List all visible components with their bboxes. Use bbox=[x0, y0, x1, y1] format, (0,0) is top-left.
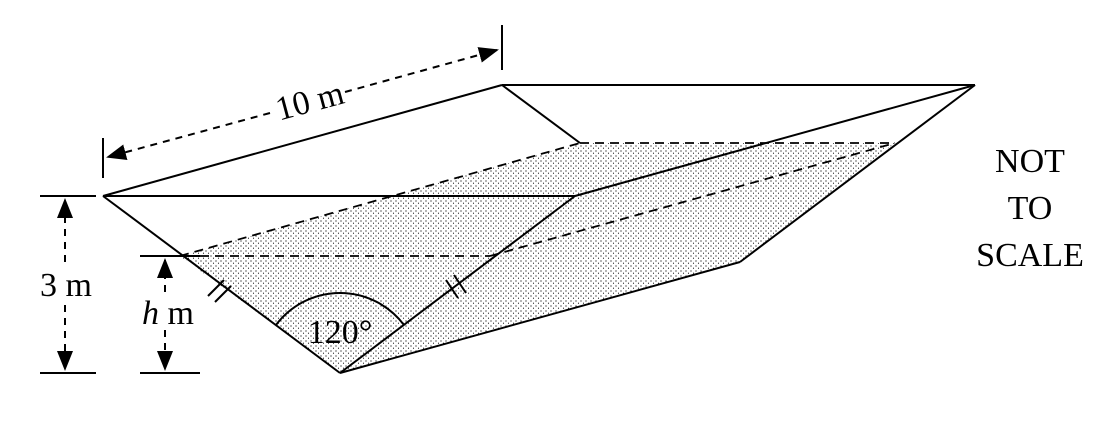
note-line: NOT bbox=[995, 143, 1065, 180]
water-region bbox=[180, 143, 895, 373]
water-depth-label: h m bbox=[142, 295, 194, 332]
angle-label: 120° bbox=[308, 314, 373, 351]
prism-edges bbox=[102, 84, 976, 374]
note-line: SCALE bbox=[976, 237, 1084, 274]
water-depth-dimension bbox=[140, 255, 200, 374]
depth-label: 3 m bbox=[40, 267, 92, 304]
length-dimension bbox=[102, 25, 503, 178]
water-surface bbox=[140, 142, 896, 257]
angle-arc bbox=[275, 292, 405, 326]
not-to-scale-note: NOT TO SCALE bbox=[950, 138, 1110, 279]
depth-dimension bbox=[40, 195, 96, 374]
length-label: 10 m bbox=[272, 75, 348, 129]
equal-length-ticks bbox=[207, 274, 467, 303]
note-line: TO bbox=[1007, 190, 1053, 227]
